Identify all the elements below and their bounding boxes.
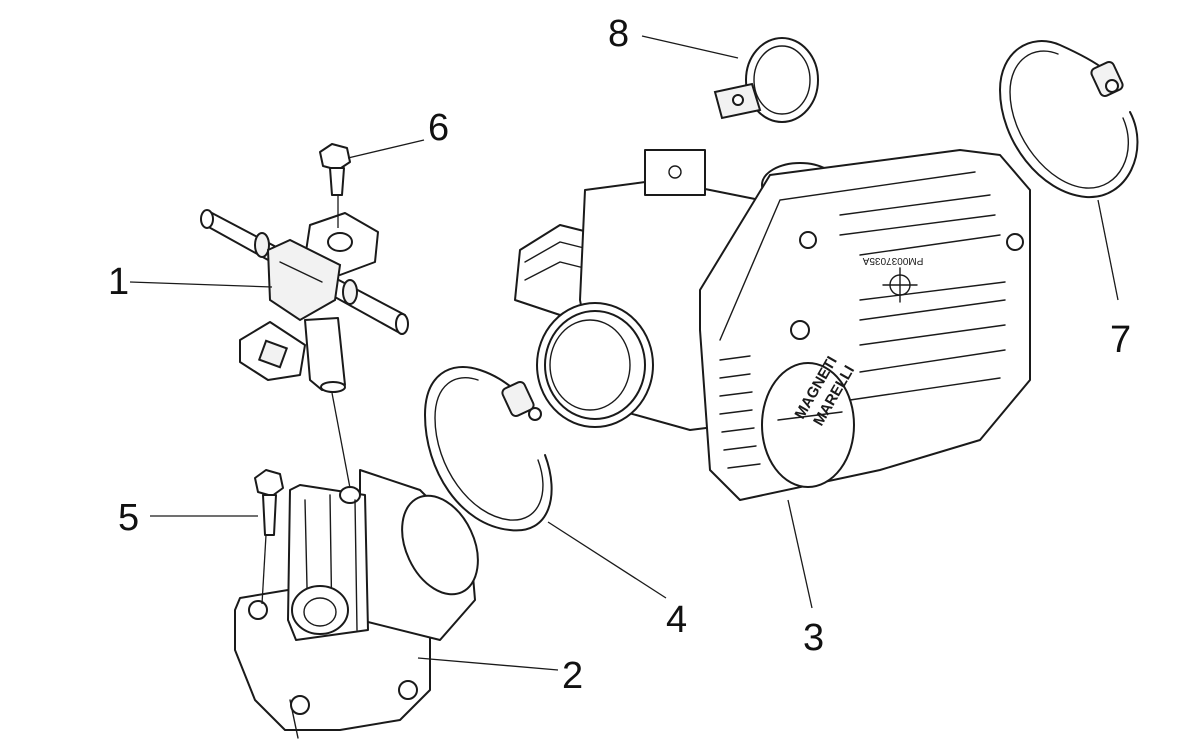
cover-part-code: PM0037035A: [862, 255, 923, 266]
callout-1: 1: [108, 261, 129, 303]
leader-2: [417, 657, 559, 671]
callout-3: 3: [803, 617, 824, 659]
part-7-hose-clamp: [999, 40, 1139, 199]
part-8-bracket-clamp: [713, 37, 819, 123]
callout-8: 8: [608, 13, 629, 55]
callout-7: 7: [1110, 319, 1131, 361]
part-2-intake-manifold: [234, 469, 479, 739]
callout-4: 4: [666, 599, 687, 641]
leader-lines: [129, 35, 1119, 671]
part-3-throttle-body: MAGNETI MARELLI PM0037035A: [514, 149, 1031, 501]
part-6-bolt: [319, 143, 351, 196]
part-4-hose-clamp: [424, 366, 553, 532]
callout-2: 2: [562, 655, 583, 697]
leader-6: [347, 139, 425, 159]
leader-1: [129, 281, 273, 288]
leader-7: [1097, 199, 1119, 301]
part-1-fuel-injector: [200, 209, 409, 393]
part-5-bolt: [254, 469, 284, 536]
leader-8: [641, 35, 739, 59]
callout-5: 5: [118, 497, 139, 539]
leader-3: [787, 499, 813, 609]
assembly-center-lines: [261, 195, 351, 605]
callout-6: 6: [428, 107, 449, 149]
callout-labels: 1 2 3 4 5 6 7 8: [108, 13, 1131, 697]
leader-4: [547, 521, 667, 599]
